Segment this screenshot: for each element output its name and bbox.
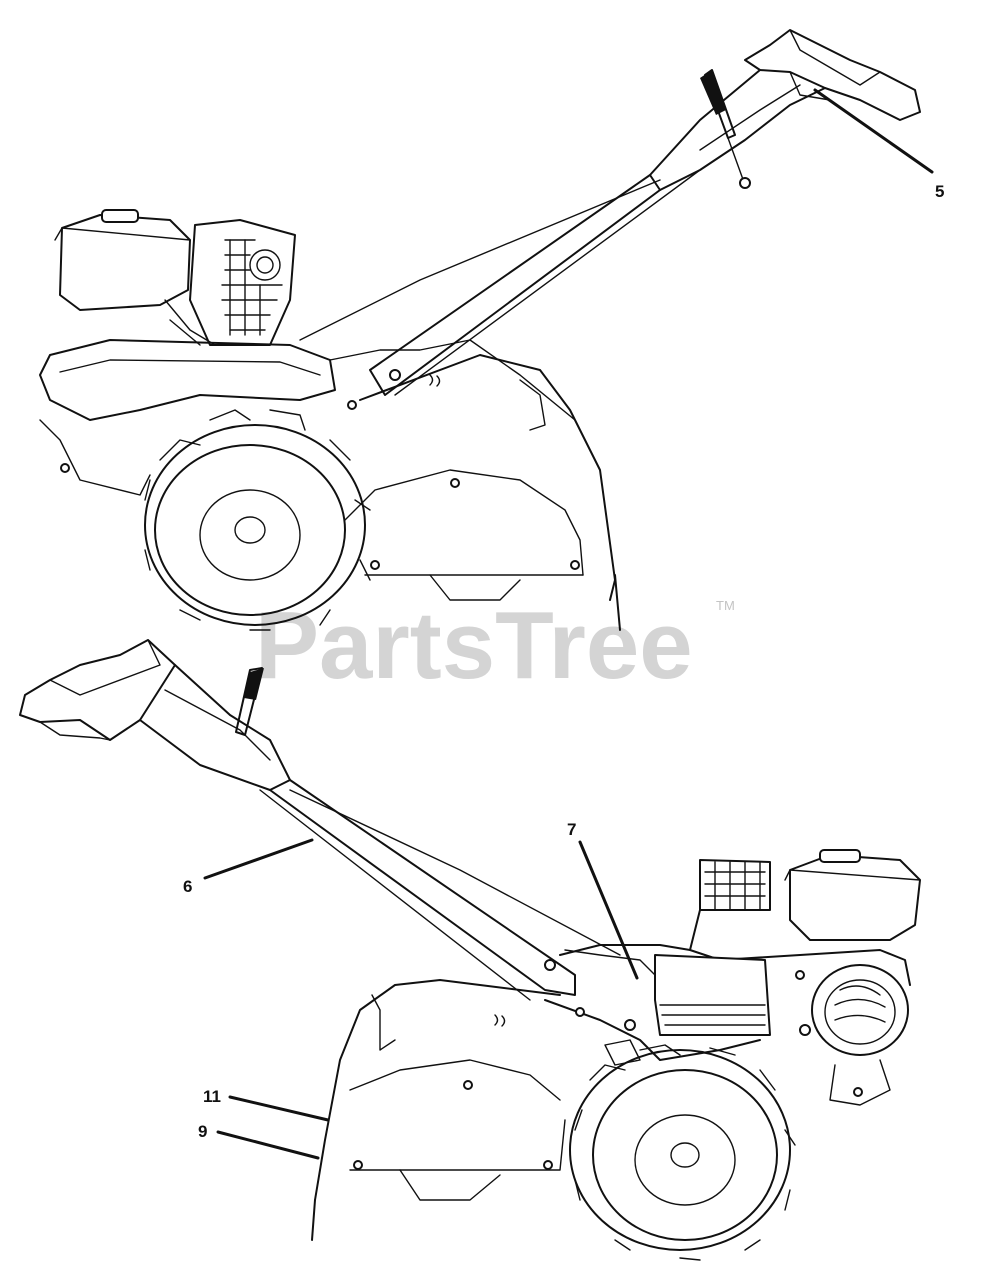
callout-9-leader	[216, 1130, 320, 1160]
bottom-recoil-starter	[811, 964, 909, 1056]
callout-9-label: 9	[198, 1122, 207, 1141]
callout-5: 5	[813, 88, 944, 201]
callout-5-leader	[813, 88, 934, 174]
bottom-tine-hood	[314, 979, 561, 1201]
watermark: PartsTree TM	[255, 592, 735, 699]
bottom-grille-pattern	[704, 861, 766, 911]
bottom-handle-tube	[269, 779, 576, 996]
tiller-top-view	[39, 29, 921, 631]
bottom-handlebar	[19, 639, 176, 741]
callout-6-label: 6	[183, 877, 192, 896]
watermark-trademark: TM	[716, 598, 735, 613]
callout-11-label: 11	[203, 1087, 221, 1106]
callout-7: 7	[567, 820, 639, 980]
callout-9: 9	[198, 1122, 320, 1160]
callout-7-leader	[578, 840, 639, 980]
top-engine-grille	[221, 239, 283, 336]
callout-7-label: 7	[567, 820, 576, 839]
callout-11-leader	[228, 1095, 330, 1122]
bottom-frame	[544, 944, 761, 1061]
bottom-air-cleaner	[654, 954, 771, 1036]
callout-6: 6	[183, 838, 314, 896]
callout-11: 11	[203, 1087, 330, 1122]
callout-5-label: 5	[935, 182, 944, 201]
top-engine-shroud	[189, 219, 296, 346]
bottom-fuel-tank	[789, 854, 921, 941]
bottom-wheel	[569, 1044, 796, 1261]
top-frame	[39, 339, 336, 421]
watermark-text: PartsTree	[255, 592, 693, 699]
bottom-shift-lever	[235, 667, 263, 736]
top-handlebar	[744, 29, 921, 121]
callout-6-leader	[203, 838, 314, 880]
top-wheel	[144, 409, 371, 631]
tiller-bottom-view	[19, 639, 921, 1261]
top-handle-tube	[369, 174, 661, 396]
